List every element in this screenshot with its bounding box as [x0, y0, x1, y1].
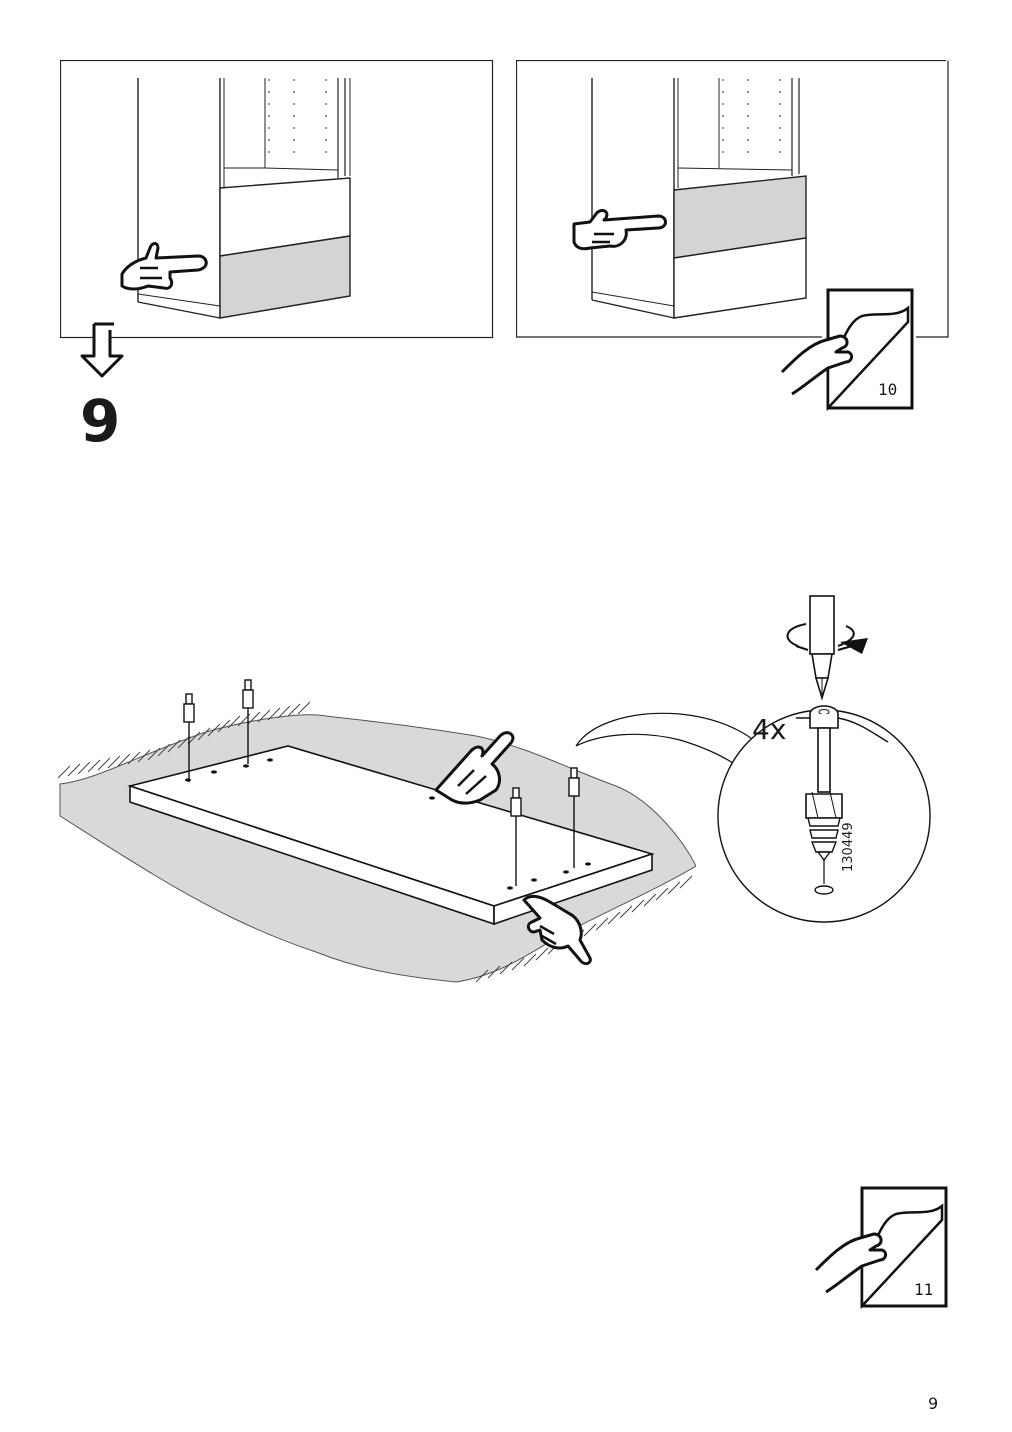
hand-pointing-icon: [572, 209, 667, 251]
page-curl-icon: [814, 1186, 948, 1310]
hand-pointing-icon: [434, 731, 515, 805]
step-number: 9: [80, 387, 121, 455]
hand-pointing-icon: [120, 242, 208, 291]
panel-left: [60, 60, 494, 340]
turn-page-label: 11: [914, 1280, 934, 1299]
arrow-down-icon: [80, 322, 124, 378]
hand-pointing-icon: [522, 894, 592, 966]
turn-page-icon-footer: 11: [810, 1186, 950, 1310]
turn-page-icon: 10: [776, 288, 916, 412]
cabinet-illustration-right: [516, 60, 949, 338]
quantity-label: 4x: [752, 713, 787, 746]
page-number: 9: [928, 1394, 939, 1413]
cabinet-illustration-left: [60, 60, 494, 339]
part-number-label: 130449: [841, 822, 856, 872]
turn-page-label: 10: [878, 380, 898, 399]
page-curl-icon: [780, 288, 914, 412]
panel-right: [516, 60, 950, 340]
screw-detail-callout: [575, 595, 931, 923]
